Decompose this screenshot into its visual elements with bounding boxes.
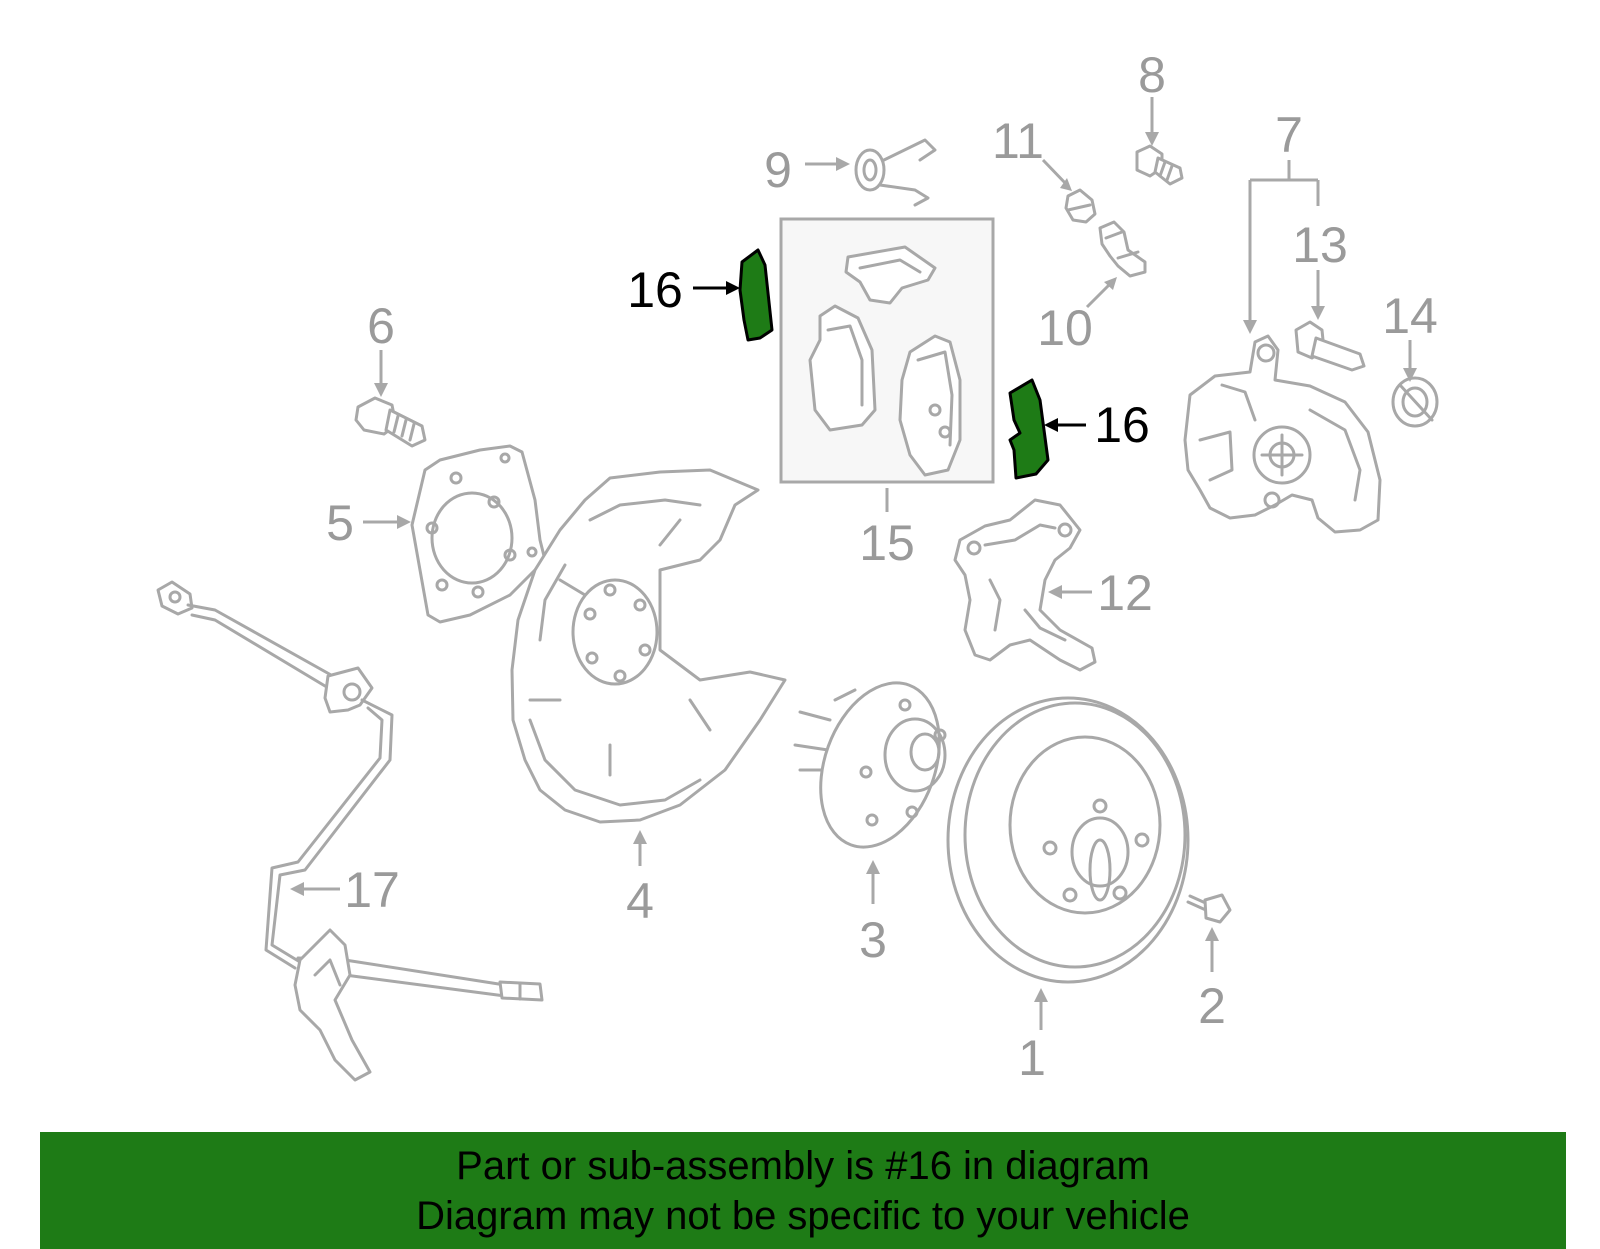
part-16-clip-right[interactable] — [1008, 378, 1050, 480]
label-16-left: 16 — [627, 262, 683, 318]
part-7-caliper — [1183, 334, 1382, 534]
arrow-13 — [1311, 306, 1325, 320]
part-1-rotor — [946, 696, 1190, 984]
part-10-bleeder — [1098, 220, 1147, 278]
label-1: 1 — [1018, 1030, 1046, 1086]
part-14-bushing — [1391, 376, 1439, 428]
part-9-spring — [854, 138, 937, 207]
label-5: 5 — [326, 495, 354, 551]
arrow-3 — [866, 860, 880, 874]
part-4-dust-shield — [510, 468, 787, 824]
label-3: 3 — [859, 912, 887, 968]
arrow-8 — [1145, 132, 1159, 146]
label-16-right: 16 — [1094, 397, 1150, 453]
label-10: 10 — [1037, 300, 1093, 356]
arrow-12 — [1048, 585, 1062, 599]
leader-10 — [1085, 280, 1114, 309]
label-14: 14 — [1382, 288, 1438, 344]
info-banner: Part or sub-assembly is #16 in diagram D… — [40, 1132, 1566, 1249]
part-17-hose — [156, 580, 544, 1082]
label-2: 2 — [1198, 978, 1226, 1034]
label-13: 13 — [1292, 217, 1348, 273]
arrow-16a — [726, 281, 740, 295]
label-7: 7 — [1275, 107, 1303, 163]
part-2-screw — [1186, 893, 1232, 924]
part-15-pad-kit — [779, 217, 995, 484]
arrow-2 — [1205, 927, 1219, 941]
arrow-10 — [1104, 277, 1117, 290]
arrow-16b — [1044, 418, 1058, 432]
part-12-bracket — [953, 498, 1097, 672]
banner-line-part: Part or sub-assembly is #16 in diagram — [456, 1143, 1150, 1188]
part-11-cap — [1064, 188, 1097, 224]
arrow-1 — [1034, 988, 1048, 1002]
label-17: 17 — [344, 862, 400, 918]
part-16-clip-left[interactable] — [738, 248, 774, 342]
label-6: 6 — [367, 298, 395, 354]
part-3-hub — [793, 681, 947, 849]
arrow-6 — [374, 383, 388, 397]
label-11: 11 — [992, 113, 1044, 169]
part-13-guide-bolt — [1294, 320, 1366, 372]
label-9: 9 — [764, 142, 792, 198]
label-8: 8 — [1138, 47, 1166, 103]
part-8-bolt — [1135, 144, 1184, 186]
arrow-4 — [633, 830, 647, 844]
banner-line-disclaimer: Diagram may not be specific to your vehi… — [416, 1193, 1190, 1238]
arrow-14 — [1403, 368, 1417, 382]
part-7-bracket — [1243, 160, 1320, 334]
leader-11 — [1041, 158, 1070, 188]
label-15: 15 — [859, 515, 915, 571]
arrow-5 — [397, 515, 411, 529]
label-4: 4 — [626, 873, 654, 929]
part-6-bolt — [354, 396, 427, 448]
arrow-17 — [290, 882, 304, 896]
arrow-11 — [1060, 178, 1072, 191]
arrow-9 — [836, 157, 850, 171]
label-12: 12 — [1097, 565, 1153, 621]
